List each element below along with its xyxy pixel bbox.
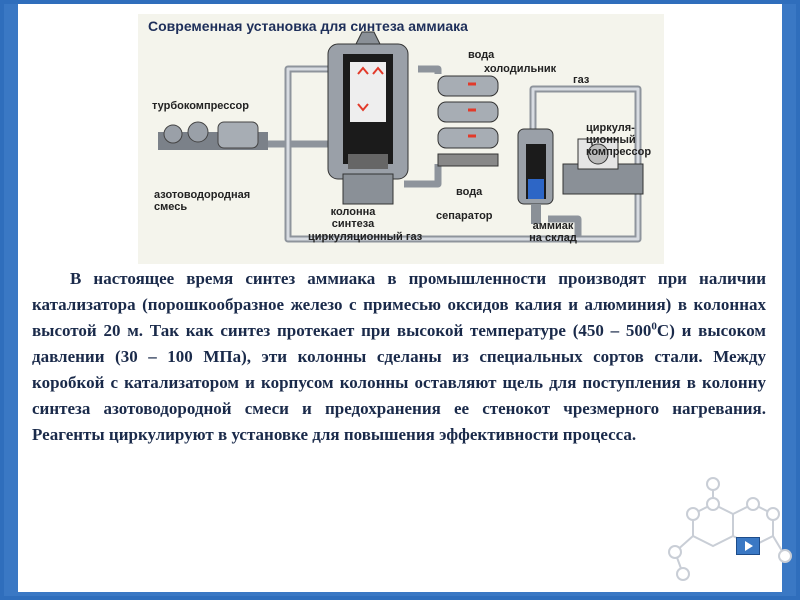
ammonia-synthesis-diagram: Современная установка для синтеза аммиак… <box>138 14 664 264</box>
label-synthesis-column: колонна синтеза <box>330 206 376 230</box>
label-water-bottom: вода <box>456 186 483 198</box>
paragraph-part-2: С) и высоком давлении (30 – 100 МПа), эт… <box>32 321 766 444</box>
label-nitrogen-hydrogen-mix: азотоводородная смесь <box>154 189 251 213</box>
circulation-compressor <box>562 138 644 195</box>
synthesis-column <box>327 31 409 205</box>
label-gas: газ <box>573 74 590 86</box>
label-circulation-gas: циркуляционный газ <box>308 231 423 243</box>
body-paragraph: В настоящее время синтез аммиака в промы… <box>32 266 766 448</box>
label-turbocompressor: турбокомпрессор <box>152 100 249 112</box>
diagram-title: Современная установка для синтеза аммиак… <box>148 18 468 34</box>
separator <box>517 128 554 224</box>
label-ammonia-to-storage: аммиак на склад <box>529 220 577 244</box>
label-cooler: холодильник <box>484 63 557 75</box>
molecule-decoration-icon <box>668 477 792 581</box>
degree-superscript: 0 <box>651 320 657 333</box>
label-water-top: вода <box>468 49 495 61</box>
turbocompressor <box>158 121 268 150</box>
label-separator: сепаратор <box>436 210 493 222</box>
paragraph-part-1: В настоящее время синтез аммиака в промы… <box>32 269 766 340</box>
cooler <box>437 75 499 167</box>
play-button[interactable] <box>736 537 760 555</box>
label-circulation-compressor: циркуля- ционный компрессор <box>586 122 652 158</box>
diagram-illustration <box>158 31 644 243</box>
slide: Современная установка для синтеза аммиак… <box>18 4 792 592</box>
